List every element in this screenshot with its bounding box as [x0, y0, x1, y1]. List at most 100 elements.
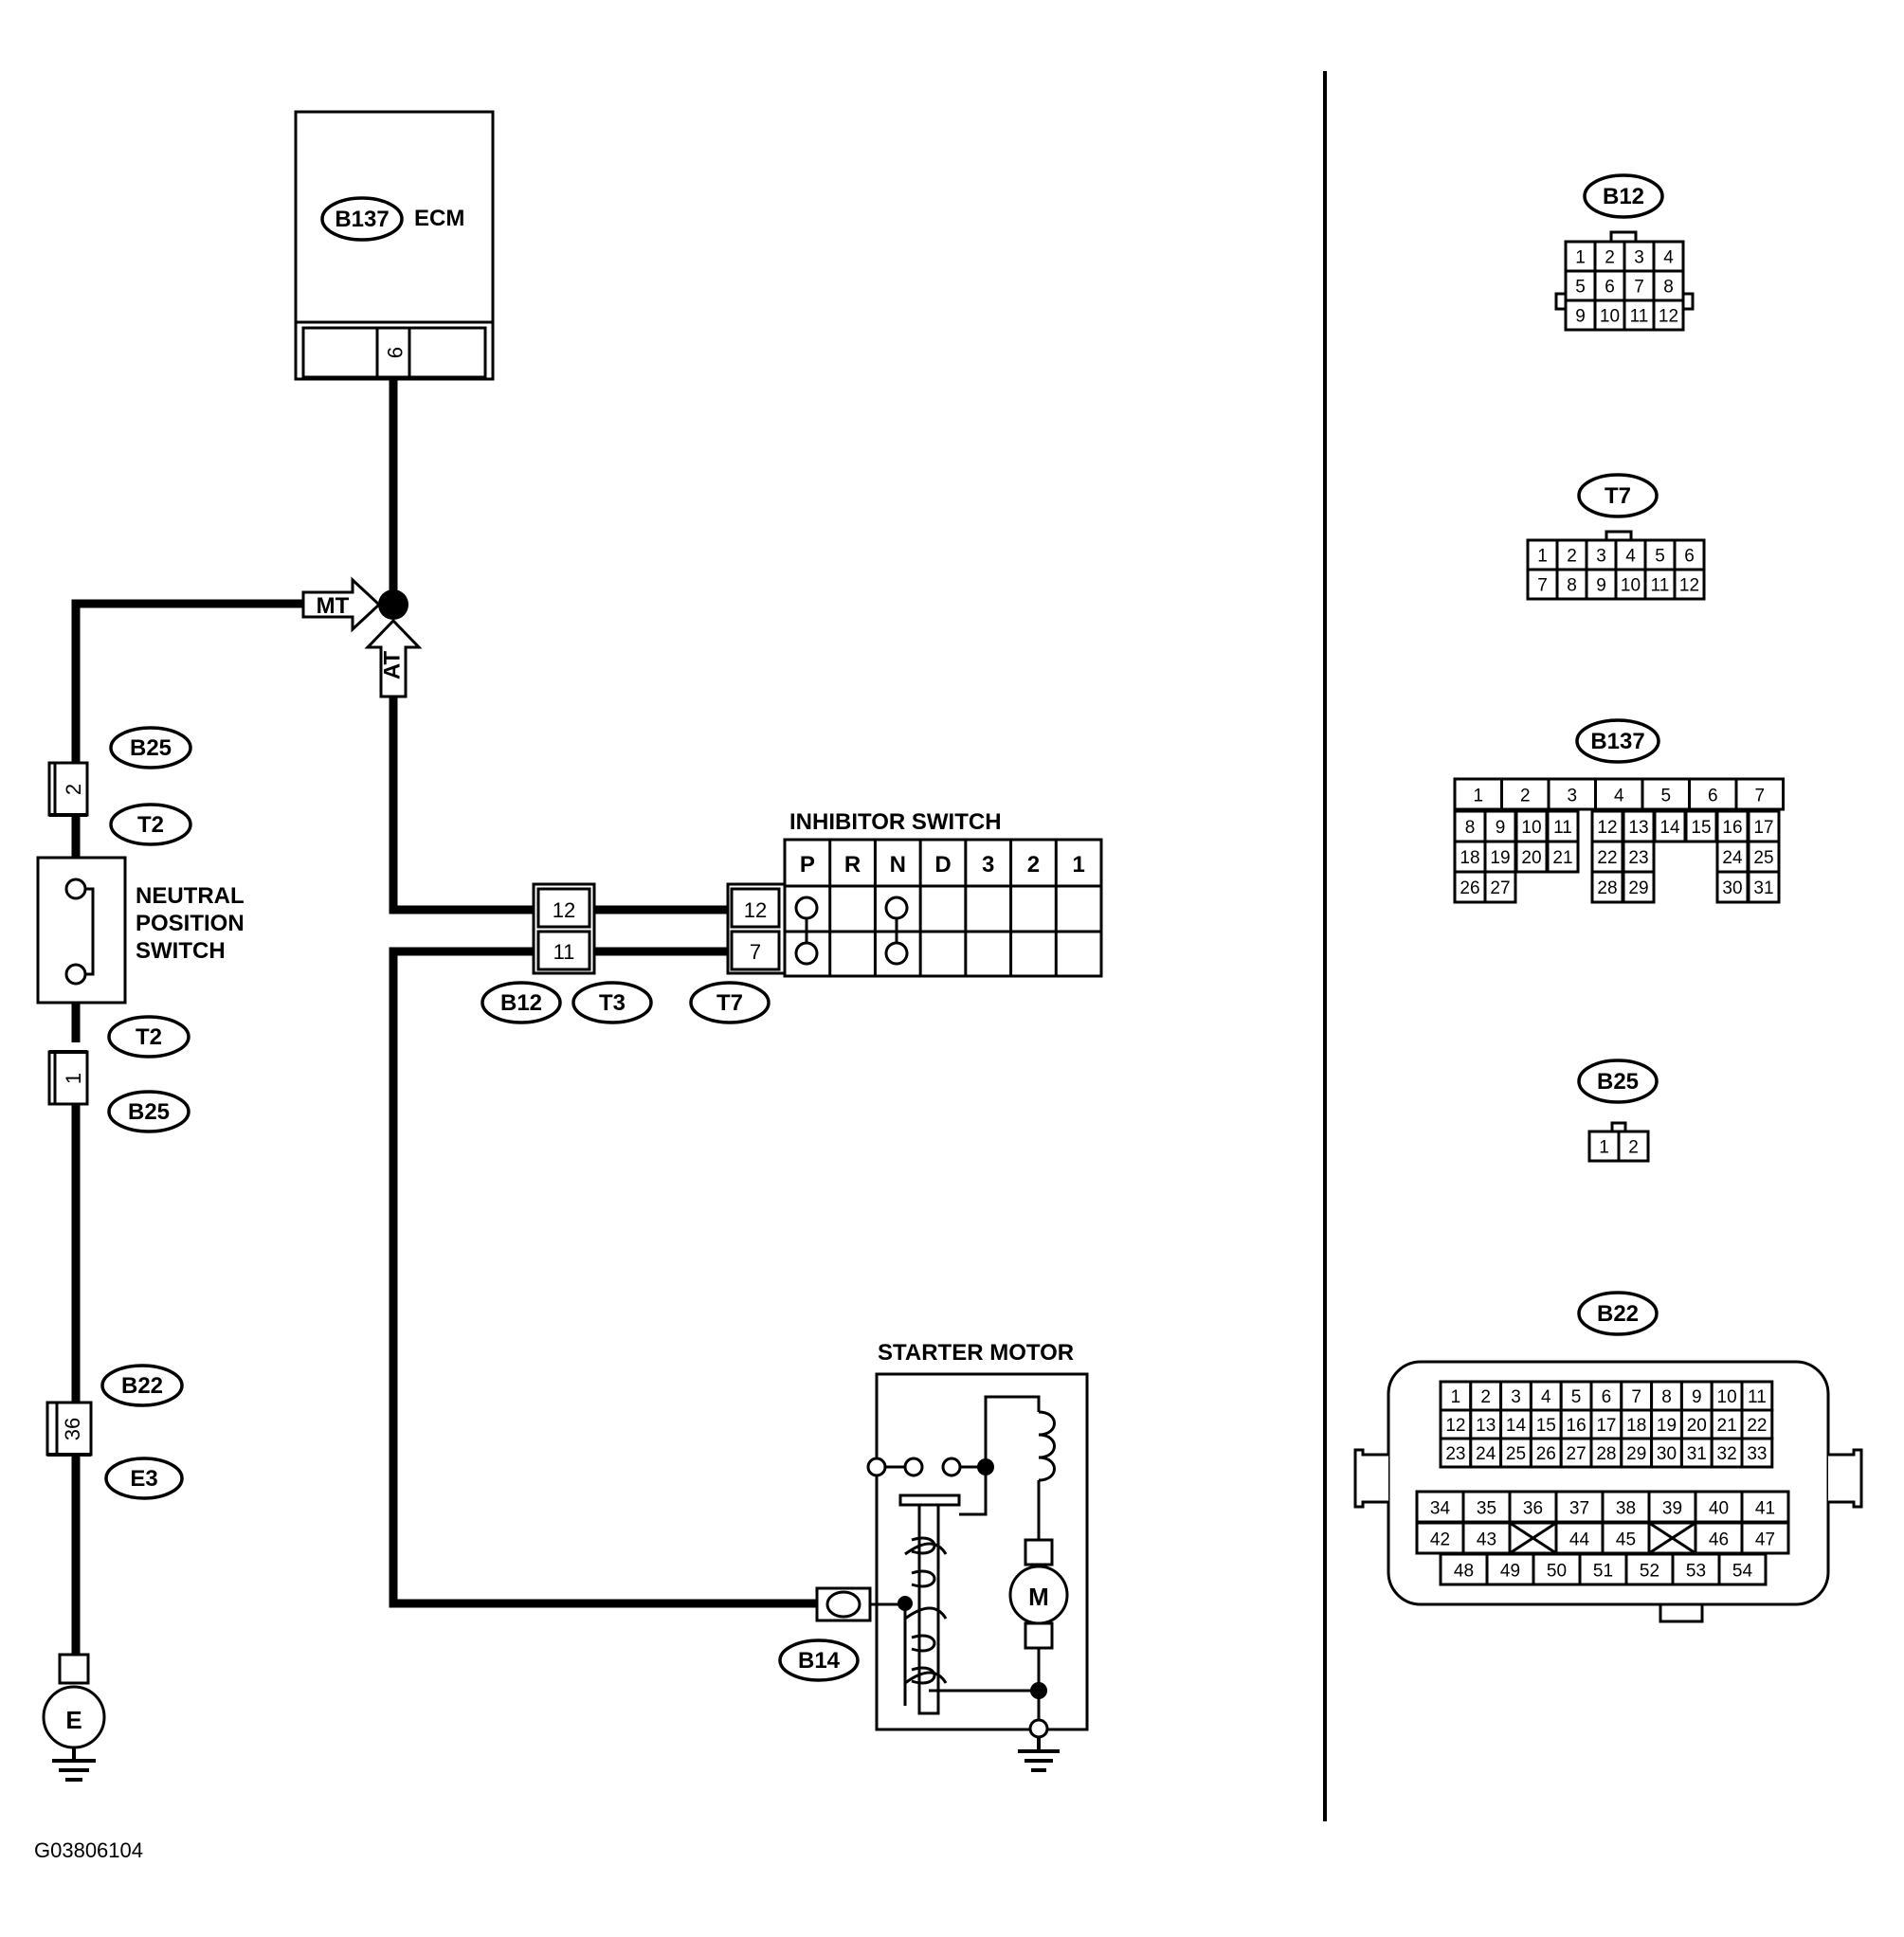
- pin-2: 2: [62, 784, 85, 795]
- pin-label: 53: [1686, 1562, 1706, 1582]
- inhibitor-contacts: [794, 896, 909, 966]
- b12-oval: B12: [481, 981, 562, 1024]
- pin-label: 49: [1500, 1562, 1520, 1582]
- pin-label: 28: [1596, 1444, 1616, 1464]
- pin-label: 13: [1628, 818, 1648, 838]
- pin-label: 4: [1541, 1387, 1551, 1407]
- pin-label: 21: [1717, 1416, 1737, 1436]
- pin-label: 45: [1616, 1530, 1636, 1550]
- pin-label: 9: [1496, 818, 1506, 838]
- pin-label: 11: [1553, 818, 1572, 838]
- pin-label: 6: [1708, 787, 1718, 806]
- pin-label: 25: [1506, 1444, 1526, 1464]
- pin-label: 17: [1753, 818, 1773, 838]
- shift-position-label: 1: [1072, 852, 1084, 878]
- svg-text:B137: B137: [1590, 729, 1644, 754]
- pin-label: 8: [1567, 576, 1577, 596]
- shift-position-label: R: [844, 852, 861, 878]
- pin-label: 3: [1596, 547, 1606, 567]
- pin-label: 24: [1476, 1444, 1496, 1464]
- figure-id: G03806104: [34, 1838, 143, 1862]
- ground-e-label: E: [65, 1706, 82, 1734]
- pin-label: 19: [1490, 848, 1510, 868]
- pin-label: 37: [1569, 1499, 1589, 1519]
- pin-label: 31: [1753, 878, 1773, 898]
- pin-label: 20: [1687, 1416, 1707, 1436]
- svg-text:T7: T7: [1605, 483, 1631, 509]
- svg-text:B12: B12: [1603, 184, 1644, 209]
- engine-ground: E: [42, 1653, 106, 1782]
- e3-oval: E3: [104, 1457, 184, 1500]
- svg-text:B22: B22: [1597, 1301, 1639, 1327]
- pin-label: 15: [1691, 818, 1711, 838]
- pin-label: 50: [1547, 1562, 1567, 1582]
- t7-connector: 12 7: [726, 882, 787, 975]
- pin-label: 17: [1596, 1416, 1616, 1436]
- pin-label: 5: [1655, 547, 1665, 567]
- pin-label: 6: [1684, 547, 1695, 567]
- pin-label: 30: [1722, 878, 1742, 898]
- pin-label: 20: [1521, 848, 1541, 868]
- t7-pin-7: 7: [750, 940, 761, 964]
- pin-label: 2: [1480, 1387, 1491, 1407]
- t7-oval: T7: [689, 981, 771, 1024]
- pin-label: 9: [1692, 1387, 1702, 1407]
- nps-line2: POSITION: [136, 911, 245, 936]
- shift-position-label: N: [890, 852, 906, 878]
- pin-label: 3: [1567, 787, 1577, 806]
- pin-label: 11: [1748, 1387, 1767, 1407]
- pin-label: 40: [1709, 1499, 1729, 1519]
- pin-label: 11: [1651, 576, 1670, 596]
- pin-label: 34: [1430, 1499, 1451, 1519]
- pin-label: 41: [1755, 1499, 1775, 1519]
- pin-label: 12: [1597, 818, 1617, 838]
- pin-label: 29: [1626, 1444, 1646, 1464]
- pin-label: 2: [1628, 1138, 1639, 1158]
- pin-label: 9: [1596, 576, 1606, 596]
- pin-label: 25: [1753, 848, 1773, 868]
- svg-text:B25: B25: [1597, 1069, 1639, 1095]
- pin-label: 1: [1451, 1387, 1461, 1407]
- pin-label: 33: [1747, 1444, 1767, 1464]
- pin-label: 30: [1657, 1444, 1677, 1464]
- pin-label: 54: [1732, 1562, 1753, 1582]
- pin-label: 6: [1605, 278, 1615, 298]
- pin-label: 38: [1616, 1499, 1636, 1519]
- pin-label: 12: [1679, 576, 1699, 596]
- pin-36: 36: [61, 1418, 84, 1440]
- pin-label: 27: [1490, 878, 1510, 898]
- b22-e3-connector: 36: [45, 1401, 93, 1457]
- pin-label: 7: [1537, 576, 1548, 596]
- svg-text:T7: T7: [716, 990, 743, 1016]
- pin-label: 1: [1575, 248, 1586, 268]
- shift-position-label: P: [800, 852, 815, 878]
- pin-label: 11: [1630, 307, 1649, 327]
- pin-label: 42: [1430, 1530, 1450, 1550]
- b22-code: B22: [121, 1373, 163, 1399]
- pin-label: 3: [1634, 248, 1644, 268]
- pin-label: 4: [1663, 248, 1674, 268]
- pin-label: 24: [1722, 848, 1743, 868]
- pin-label: 14: [1659, 818, 1680, 838]
- pin-label: 51: [1593, 1562, 1613, 1582]
- ecm-unit: B137 ECM 9: [294, 110, 495, 381]
- pin-label: 2: [1605, 248, 1615, 268]
- pin-label: 44: [1569, 1530, 1590, 1550]
- pin-label: 22: [1747, 1416, 1767, 1436]
- pin-label: 22: [1597, 848, 1617, 868]
- neutral-position-switch: NEUTRAL POSITION SWITCH: [36, 856, 245, 1005]
- pin-label: 36: [1523, 1499, 1543, 1519]
- shift-position-label: D: [934, 852, 951, 878]
- t2-bottom-code: T2: [136, 1024, 162, 1050]
- t2-top-oval: T2: [109, 803, 192, 846]
- pin-label: 16: [1567, 1416, 1587, 1436]
- pin-label: 39: [1662, 1499, 1682, 1519]
- wires: [71, 377, 817, 1656]
- motor-m-label: M: [1028, 1583, 1049, 1611]
- b25-t2-connector-bottom: 1: [47, 1050, 89, 1106]
